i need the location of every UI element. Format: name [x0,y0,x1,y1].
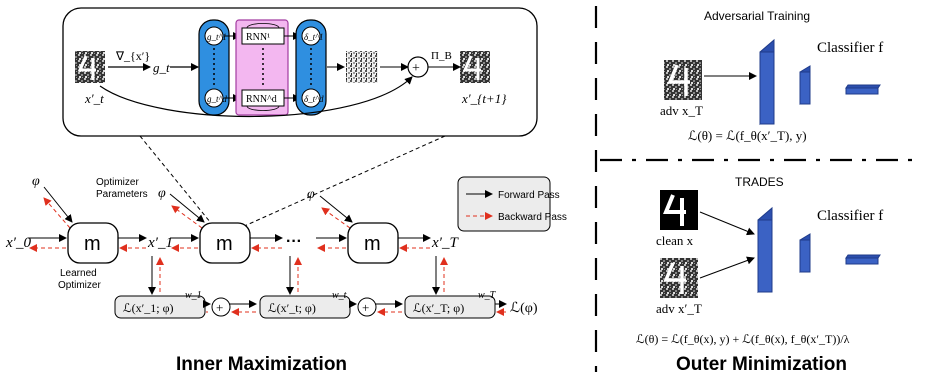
label-sum1: + [216,300,223,315]
label-rnn1: RNN¹ [246,32,270,43]
trades-clean-label: clean x [656,233,694,248]
trades-classifier-label: Classifier f [817,208,883,224]
optimizer-step-1 [67,222,119,264]
optimizer-step-2 [199,222,251,264]
label-xT: x′_T [431,235,459,251]
sum-node-1 [211,297,231,317]
node-dd [301,88,321,108]
loss-box-T [404,295,496,319]
label-wT: w_T [478,290,497,301]
legend-backward: Backward Pass [498,212,567,223]
label-lossT: ℒ(x′_T; φ) [413,301,464,315]
trades-section: TRADES clean x adv x′_T Classifier f ℒ(θ… [636,175,883,346]
trades-adv-image [660,258,698,298]
label-dd: δ_t^d [304,94,324,104]
perturbation-image [346,51,378,83]
trades-formula: ℒ(θ) = ℒ(f_θ(x), y) + ℒ(f_θ(x), f_θ(x′_T… [636,332,850,346]
digit-image-x-t1 [460,51,490,83]
label-loss1: ℒ(x′_1; φ) [123,301,174,315]
zoom-connector-right [239,135,446,229]
delta-merge-pill [295,19,327,116]
label-rnnd: RNN^d [246,94,277,105]
label-m-2: m [216,233,233,255]
trades-heading: TRADES [735,175,784,189]
label-projection: Π_B [431,50,452,62]
adv-heading: Adversarial Training [704,9,810,23]
label-x-t: x′_t [84,91,104,106]
sum-node-2 [357,297,377,317]
label-sum2: + [362,300,369,315]
adv-classifier-label: Classifier f [817,40,883,56]
optimizer-params-line2: Parameters [96,189,148,200]
label-m-1: m [84,233,101,255]
phi-1: φ [32,174,40,189]
label-losst: ℒ(x′_t; φ) [268,301,316,315]
optimizer-params-line1: Optimizer [96,177,139,188]
learned-optimizer-line2: Optimizer [58,280,101,291]
label-ellipsis: ··· [286,233,302,250]
label-m-3: m [364,233,381,255]
label-gd: g_t^d [207,94,227,104]
label-x1: x′_1 [147,235,173,251]
legend: Forward Pass Backward Pass [457,176,567,232]
inner-title: Inner Maximization [176,354,347,375]
node-g1 [204,26,224,46]
label-w1: w_1 [185,290,202,301]
legend-forward: Forward Pass [498,190,560,201]
label-g-t: g_t [153,60,170,75]
learned-optimizer-line1: Learned [60,268,97,279]
trades-clean-image [660,190,698,230]
adv-input-label: adv x_T [660,103,703,118]
phi-3: φ [307,187,315,202]
label-total-loss: ℒ(φ) [510,301,538,316]
adv-formula: ℒ(θ) = ℒ(f_θ(x′_T), y) [688,128,807,143]
node-d1 [301,26,321,46]
optimizer-step-T [347,222,399,264]
label-d1: δ_t^1 [304,32,323,42]
phi-2: φ [158,186,166,201]
digit-image-x-t [75,51,105,83]
node-gd [204,88,224,108]
label-gradient: ∇_{x′} [115,49,150,63]
inner-detail-panel: x′_t ∇_{x′} g_t g_t^1 g_t^d RNN¹ RNN^d δ… [62,7,538,137]
label-wt: w_t [332,290,347,301]
adv-input-image [664,60,702,100]
label-x0: x′_0 [5,235,31,251]
unrolled-optimizer: φ Optimizer Parameters φ φ x′_0 m Learne… [5,174,538,319]
label-x-t1: x′_{t+1} [461,91,507,106]
label-g1: g_t^1 [207,32,227,42]
trades-adv-label: adv x′_T [656,301,702,316]
adversarial-training-section: Adversarial Training adv x_T Classifier … [660,9,883,143]
zoom-connector-left [139,135,216,229]
outer-title: Outer Minimization [676,354,847,375]
label-plus: + [412,61,420,76]
